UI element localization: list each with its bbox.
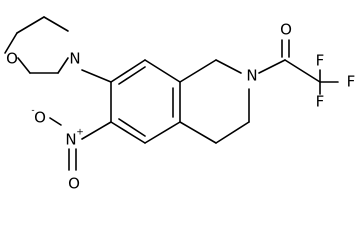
fluorine-bottom-label: F [316,93,325,111]
morpholine-oxygen-label: O [6,50,18,68]
bond-morpholine-o-left-upper [4,32,18,54]
ring-nitrogen-label: N [246,67,257,85]
bond-aryl-2 [144,59,181,83]
bond-saturated-bottom-left [179,121,217,144]
bond-lines [4,16,339,171]
fluorine-right-label: F [347,73,356,91]
bond-aryl-5 [110,121,146,144]
carbonyl-oxygen-label: O [280,21,292,39]
bond-morpholine-n-right-lower [57,57,69,74]
bond-saturated-top [179,59,217,83]
nitro-nitrogen-label: N [65,131,76,149]
bond-aryl-1-inner [118,66,146,85]
bond-aryl-5-inner [118,118,146,137]
atom-labels: O N N O F F F N + O - O [6,21,355,193]
bond-nitro-to-o-left [49,117,62,126]
nitro-oxygen-left-label: O [34,109,46,127]
bond-morpholine-n-to-aryl [81,69,112,83]
nitro-nitrogen-charge-label: + [76,128,84,138]
bond-aryl-4 [144,121,181,144]
bond-n-to-carbonyl [258,59,286,74]
chemical-structure-diagram: O N N O F F F N + O - O [4,16,355,193]
bond-morpholine-lower-left-o [17,57,31,74]
nitro-oxygen-left-charge-label: - [31,106,34,116]
bond-morpholine-upper-left [16,16,45,34]
bond-saturated-bottom-right [215,121,250,144]
bond-morpholine-upper-right [43,16,69,32]
bond-saturated-to-n [215,59,242,74]
morpholine-nitrogen-label: N [69,50,80,68]
fluorine-top-label: F [316,52,325,70]
nitro-oxygen-bottom-label: O [68,175,80,193]
bond-aryl-to-nitro [81,121,112,140]
bond-carbonyl-to-cf3 [284,59,321,83]
bond-aryl-1 [110,59,146,83]
